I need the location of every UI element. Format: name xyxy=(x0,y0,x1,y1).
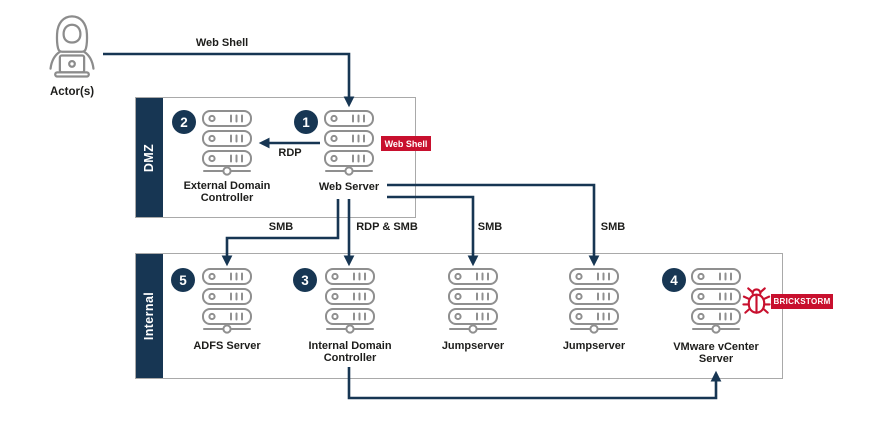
server-stack-icon-web-server xyxy=(323,110,375,176)
actor-icon xyxy=(49,15,95,78)
node-label-adfs: ADFS Server xyxy=(193,340,261,352)
internal-zone-bar: Internal xyxy=(136,254,163,378)
step-badge-external-dc: 2 xyxy=(172,110,196,134)
server-stack-icon-jumpserver-1 xyxy=(447,268,499,334)
node-label-vcenter: VMware vCenter Server xyxy=(673,341,759,365)
node-label-external-dc: External Domain Controller xyxy=(183,180,271,204)
dmz-zone-label: DMZ xyxy=(142,143,157,172)
webshell-tag: Web Shell xyxy=(381,136,431,151)
step-badge-adfs: 5 xyxy=(171,268,195,292)
edge-label-web-shell: Web Shell xyxy=(195,37,249,49)
dmz-zone-bar: DMZ xyxy=(136,98,163,217)
server-stack-icon-jumpserver-2 xyxy=(568,268,620,334)
server-stack-icon-external-dc xyxy=(201,110,253,176)
step-badge-vcenter: 4 xyxy=(662,268,686,292)
edge-label-smb-jumpserver-2: SMB xyxy=(600,221,626,233)
step-badge-web-server: 1 xyxy=(294,110,318,134)
bug-icon xyxy=(742,287,771,314)
actor-label: Actor(s) xyxy=(49,86,95,98)
edge-label-rdp-smb: RDP & SMB xyxy=(356,221,418,233)
edge-label-rdp: RDP xyxy=(278,147,302,159)
server-stack-icon-internal-dc xyxy=(324,268,376,334)
node-label-jumpserver-2: Jumpserver xyxy=(562,340,626,352)
edge-label-smb-adfs: SMB xyxy=(268,221,294,233)
node-label-web-server: Web Server xyxy=(318,181,380,193)
node-label-internal-dc: Internal Domain Controller xyxy=(308,340,392,364)
brickstorm-tag: BRICKSTORM xyxy=(771,294,833,309)
server-stack-icon-vcenter xyxy=(690,268,742,334)
node-label-jumpserver-1: Jumpserver xyxy=(441,340,505,352)
edge-label-smb-jumpserver-1: SMB xyxy=(477,221,503,233)
step-badge-internal-dc: 3 xyxy=(293,268,317,292)
internal-zone-label: Internal xyxy=(142,291,157,341)
server-stack-icon-adfs xyxy=(201,268,253,334)
